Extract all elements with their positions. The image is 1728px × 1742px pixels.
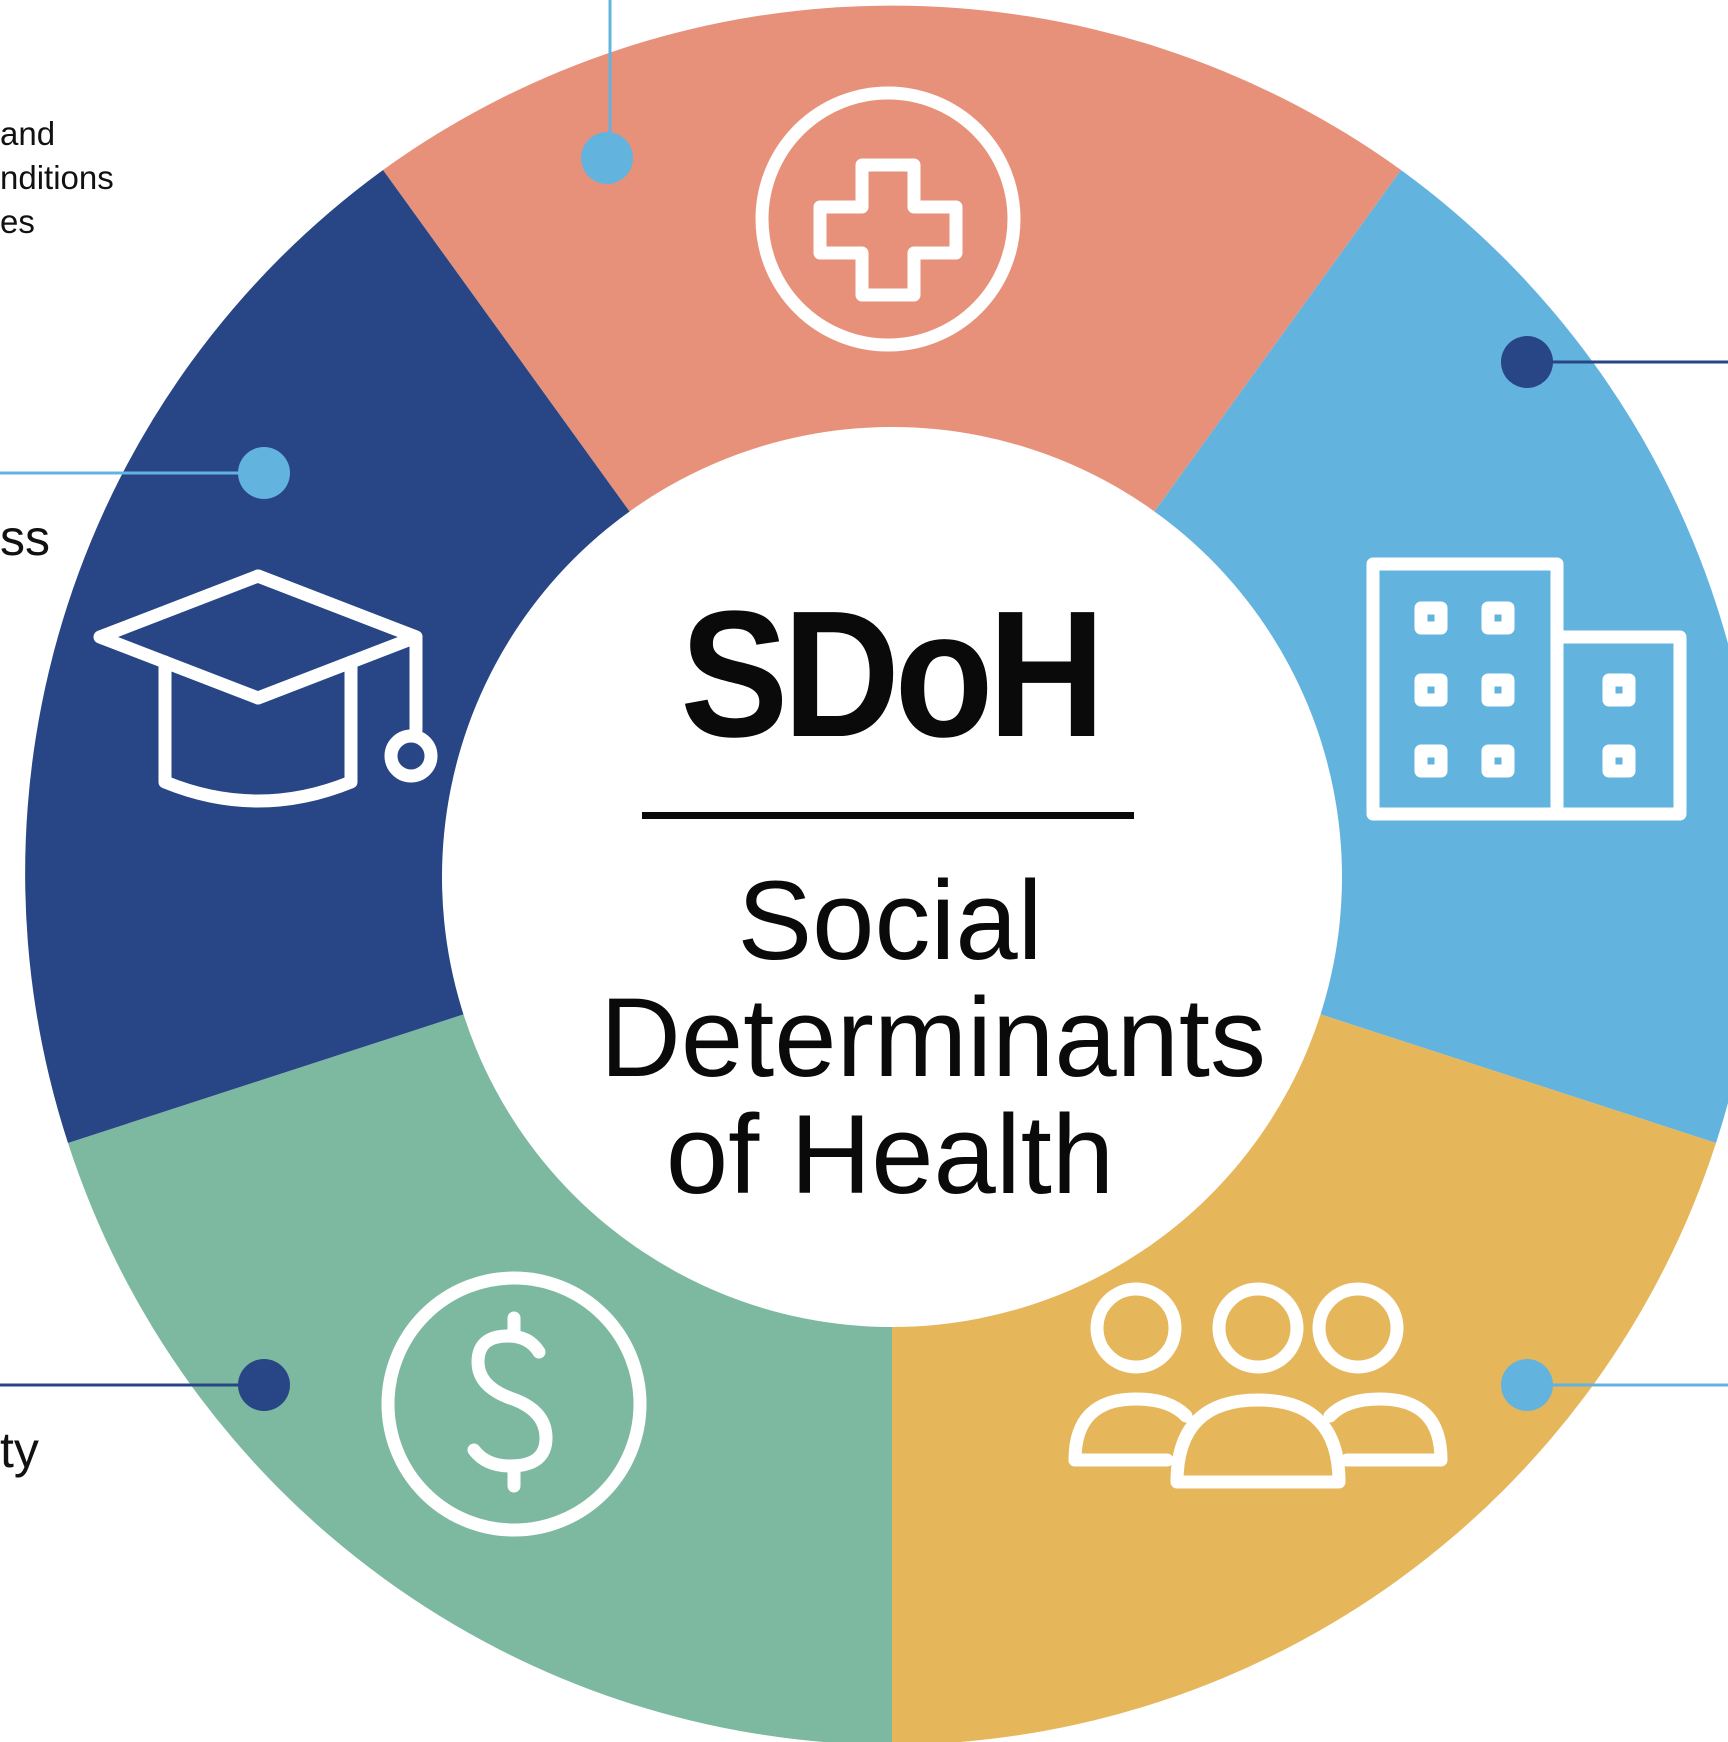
center-title-line-2: Determinants <box>600 975 1267 1100</box>
connector-dot-right-top <box>1501 336 1553 388</box>
connector-dot-top <box>581 132 633 184</box>
center-disc <box>442 427 1342 1327</box>
label-top-left-line-3: es <box>0 203 35 240</box>
label-top-left-line-1: and <box>0 115 56 152</box>
connector-bottom-left <box>0 1359 290 1411</box>
connector-dot-bottom-left <box>238 1359 290 1411</box>
label-top-left-line-2: nditions <box>0 159 114 196</box>
connector-right-top <box>1501 336 1728 388</box>
center-title-line-1: Social <box>737 858 1043 983</box>
people-group-icon <box>1068 1282 1448 1489</box>
label-bottom-left: ty <box>0 1422 39 1478</box>
label-mid-left: ss <box>0 510 50 566</box>
connector-top <box>581 0 633 184</box>
center-divider <box>642 812 1134 819</box>
center-title: Social Determinants of Health <box>600 858 1267 1217</box>
connector-dot-mid-left <box>238 447 290 499</box>
medical-cross-icon <box>755 86 1021 352</box>
buildings-icon <box>1366 557 1687 821</box>
graduation-cap-icon <box>93 569 438 808</box>
connector-right-bottom <box>1501 1359 1728 1411</box>
connector-mid-left <box>0 447 290 499</box>
center-abbreviation: SDoH <box>680 574 1105 775</box>
dollar-icon <box>381 1271 647 1537</box>
center-title-line-3: of Health <box>665 1092 1115 1217</box>
connector-dot-right-bottom <box>1501 1359 1553 1411</box>
label-top-left: and nditions es <box>0 112 114 244</box>
